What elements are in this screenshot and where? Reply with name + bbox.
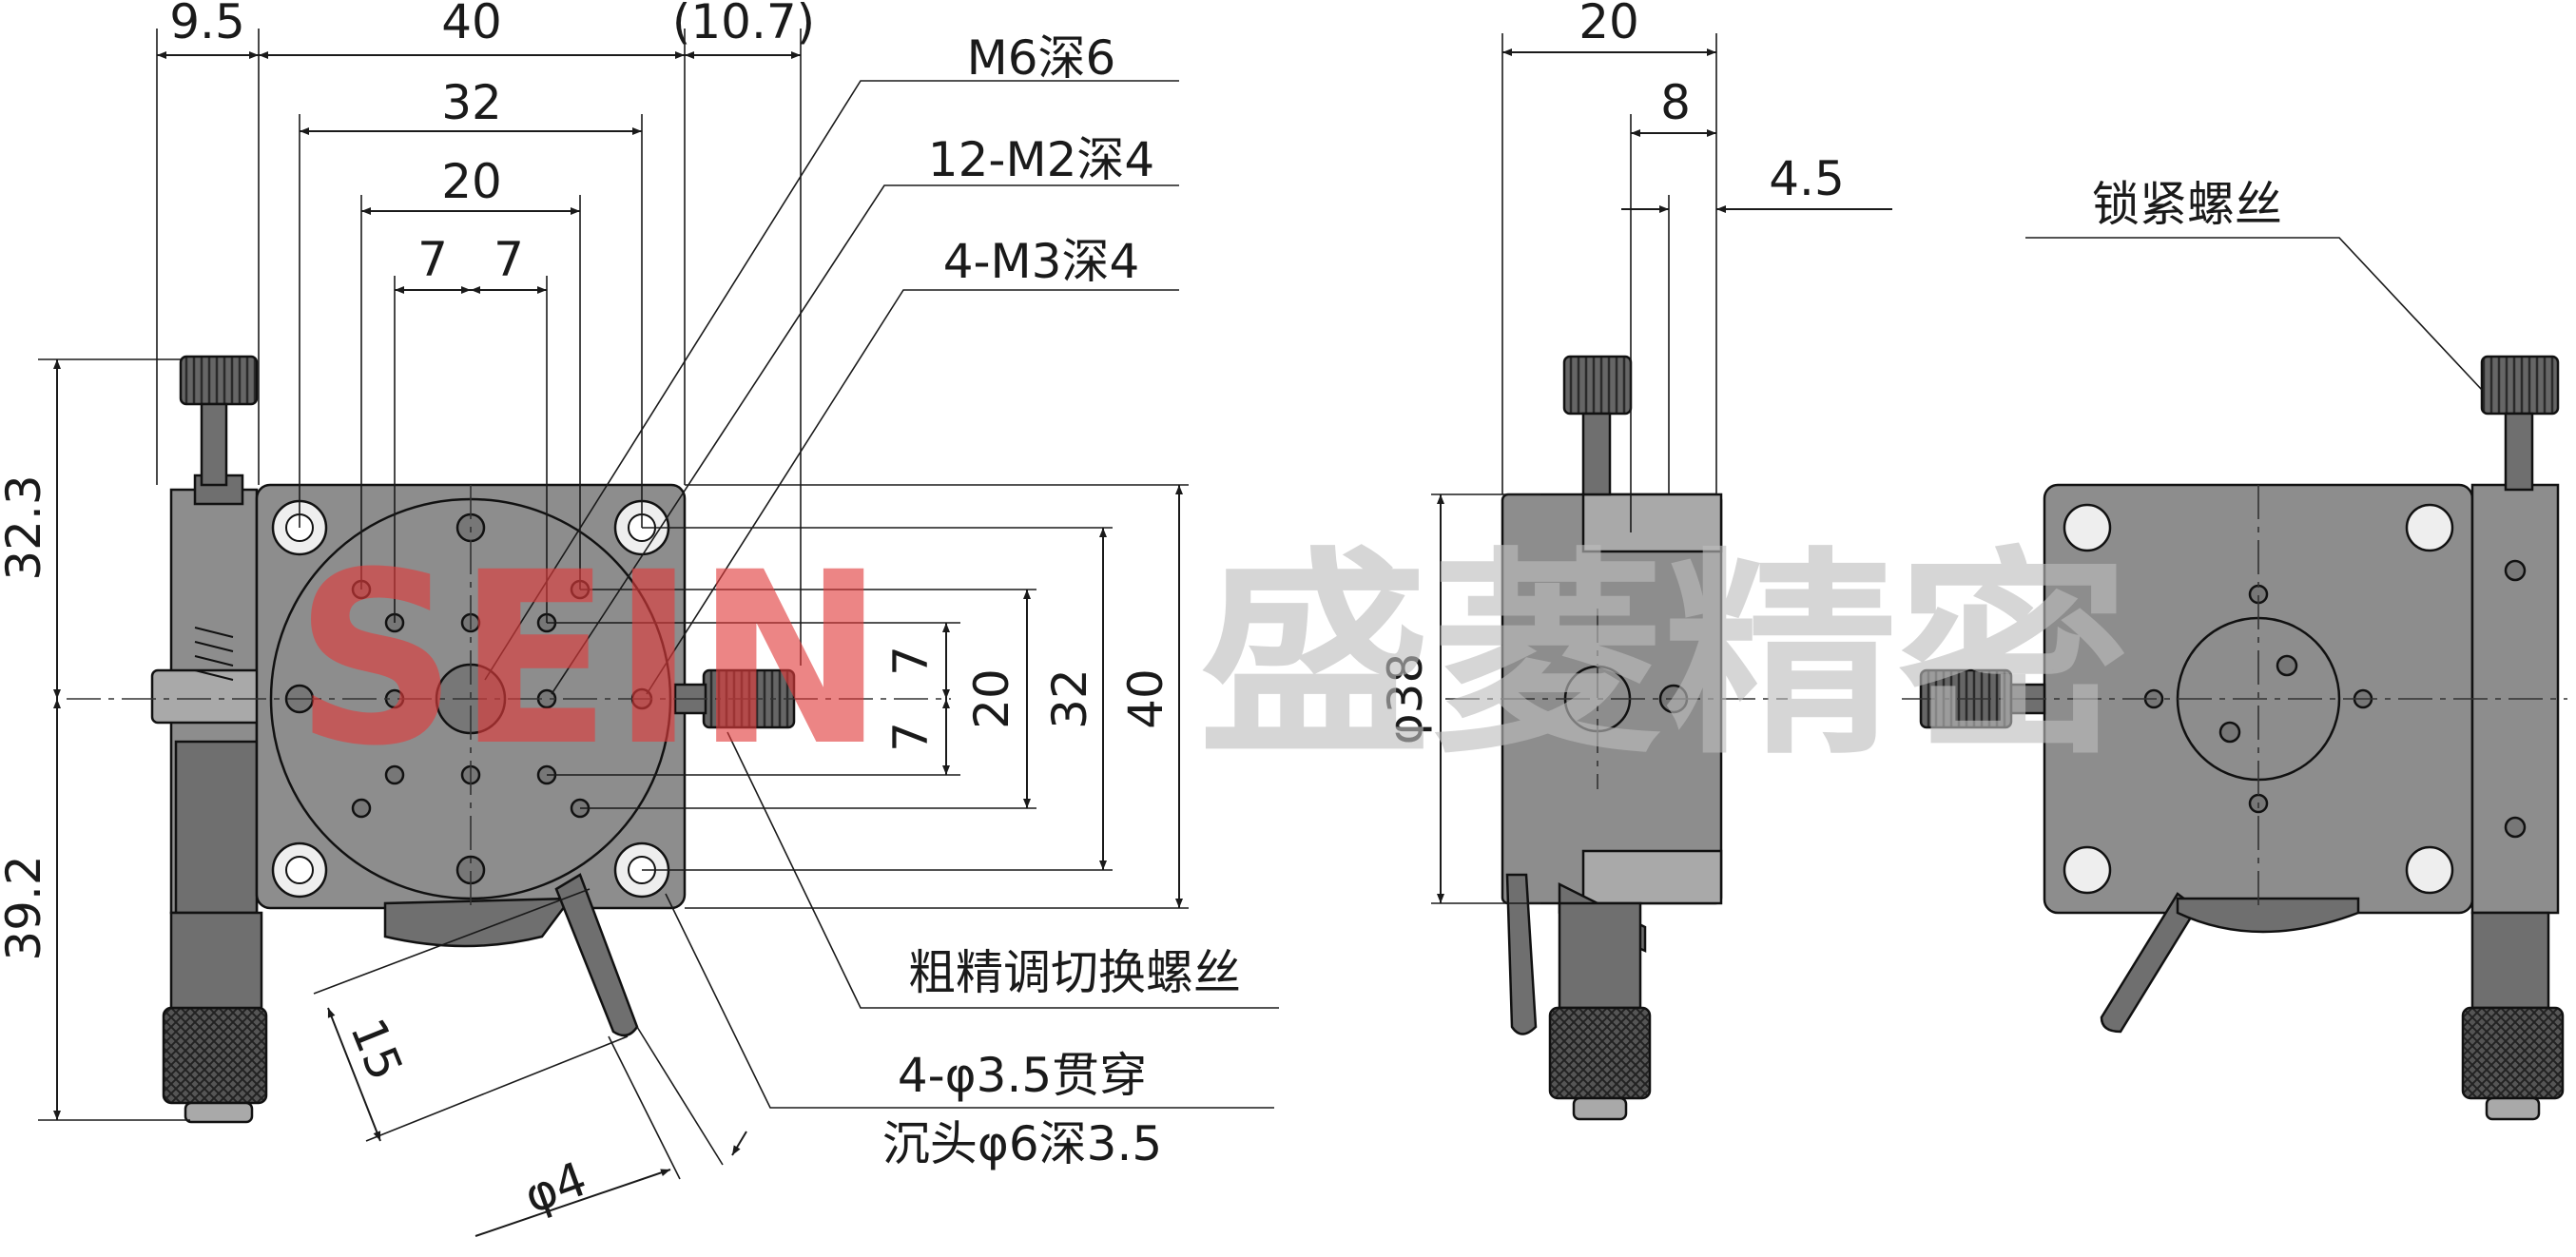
callouts: M6深6 12-M2深4 4-M3深4 粗精调切换螺丝 4-φ3.5贯穿 沉头φ…: [484, 30, 1279, 1171]
dim-32-top: 32: [441, 75, 502, 130]
front-dimensions: 9.5 40 (10.7) 32 20 7 7 32.3 39.2: [0, 0, 1189, 1237]
watermark-latin: SEIN: [295, 521, 884, 798]
dim-7-up: 7: [883, 646, 939, 676]
dim-39-2: 39.2: [0, 855, 51, 960]
watermark: SEIN 盛菱精密: [295, 521, 2130, 798]
callout-m2: 12-M2深4: [928, 132, 1154, 187]
callout-m3: 4-M3深4: [943, 234, 1140, 289]
dim-side-4-5: 4.5: [1769, 151, 1845, 206]
callout-m6: M6深6: [967, 30, 1116, 86]
callout-through-2: 沉头φ6深3.5: [882, 1116, 1162, 1171]
watermark-chinese: 盛菱精密: [1198, 531, 2130, 784]
front-view: [67, 355, 951, 1124]
dim-7-right: 7: [494, 232, 524, 287]
dim-20-top: 20: [441, 154, 502, 209]
callout-lock-screw: 锁紧螺丝: [2092, 177, 2282, 232]
dim-side-20: 20: [1579, 0, 1639, 49]
dim-7-down: 7: [883, 722, 939, 752]
micrometer-thimble: [162, 1006, 268, 1105]
dim-side-phi38: φ38: [1378, 653, 1433, 745]
dim-40-top: 40: [441, 0, 502, 49]
callout-coarse-fine: 粗精调切换螺丝: [908, 945, 1241, 1000]
rear-view: [1902, 355, 2567, 1121]
dim-20-right: 20: [964, 668, 1019, 729]
callout-through-1: 4-φ3.5贯穿: [898, 1048, 1147, 1103]
dim-side-8: 8: [1660, 75, 1691, 130]
rear-callout: 锁紧螺丝: [2025, 177, 2483, 391]
side-dimensions: 20 8 4.5 φ38: [1378, 0, 1892, 904]
lock-knob: [179, 355, 259, 406]
dim-7-left: 7: [417, 232, 448, 287]
side-view: [1445, 355, 1788, 1121]
dim-32-3: 32.3: [0, 474, 51, 580]
dim-phi4: φ4: [517, 1151, 594, 1225]
dim-15: 15: [339, 1011, 414, 1088]
dim-9-5: 9.5: [169, 0, 245, 49]
lock-screw: [2480, 355, 2560, 416]
dim-32-right: 32: [1042, 668, 1097, 729]
dim-40-right: 40: [1118, 668, 1173, 729]
dim-10-7: (10.7): [672, 0, 815, 49]
